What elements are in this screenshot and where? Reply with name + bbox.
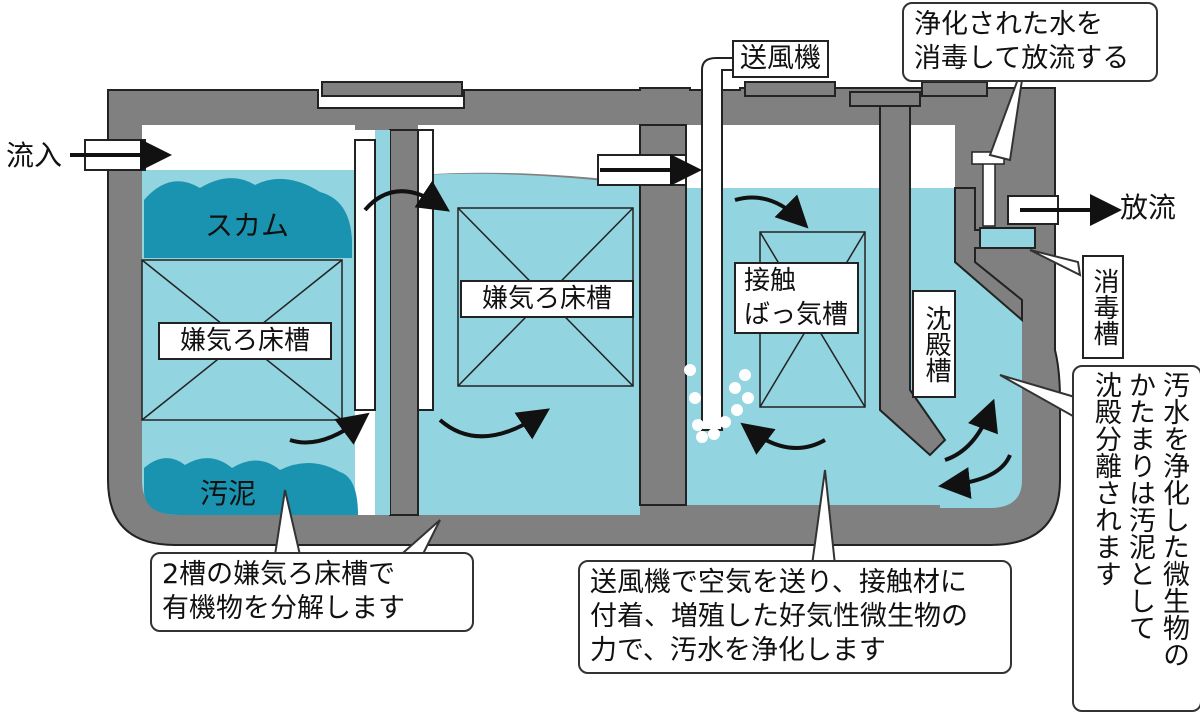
partition-2 [639,124,687,506]
contact-aeration-label: 接触 ばっ気槽 [734,262,859,334]
outflow-label: 放流 [1120,191,1177,224]
scum-layer [144,178,352,258]
disinfection-tank-label: 消毒槽 [1082,255,1124,359]
callout-disinfect-line: 浄化された水を [914,9,1103,40]
callout-sedimentation: 汚水を浄化した微生物の かたまりは汚泥として 沈殿分離されます [1072,365,1200,712]
inflow-label: 流入 [6,139,63,172]
contact-aeration-line2: ばっ気槽 [744,300,849,330]
scum-label: スカム [205,209,290,242]
anaerobic-tank-2-label: 嫌気ろ床槽 [460,280,634,318]
callout-aeration-line: 送風機で空気を送り、接触材に [590,567,967,598]
pipe-arrows [70,139,1122,226]
callout-sedimentation-line: 沈殿分離されます [1090,371,1121,587]
callout-anaerobic: 2槽の嫌気ろ床槽で 有機物を分解します [150,552,474,632]
callout-anaerobic-line: 2槽の嫌気ろ床槽で [162,559,396,590]
sludge-layer [144,458,358,515]
callout-anaerobic-line: 有機物を分解します [162,593,405,624]
callout-aeration: 送風機で空気を送り、接触材に 付着、増殖した好気性微生物の 力で、汚水を浄化しま… [578,560,1012,674]
callout-pointers [273,59,1087,566]
blower-pipe [701,57,736,431]
sedimentation-tank-label: 沈殿槽 [912,290,956,398]
flow-arrows [289,180,1012,499]
water-area-2 [418,173,640,515]
callout-sedimentation-line: かたまりは汚泥として [1124,371,1155,641]
callout-sedimentation-line: 汚水を浄化した微生物の [1158,371,1189,668]
blower-label: 送風機 [732,40,829,78]
callout-aeration-line: 力で、汚水を浄化します [590,635,886,666]
chlorine-holder [982,159,996,227]
callout-disinfect-line: 消毒して放流する [914,43,1130,74]
callout-disinfect: 浄化された水を 消毒して放流する [902,2,1158,82]
anaerobic-tank-1-label: 嫌気ろ床槽 [158,322,332,360]
callout-aeration-line: 付着、増殖した好気性微生物の [590,601,968,632]
sludge-label: 汚泥 [200,477,257,510]
air-bubbles [684,364,754,443]
contact-aeration-line1: 接触 [744,266,797,296]
disinfection-chamber [954,187,1023,323]
